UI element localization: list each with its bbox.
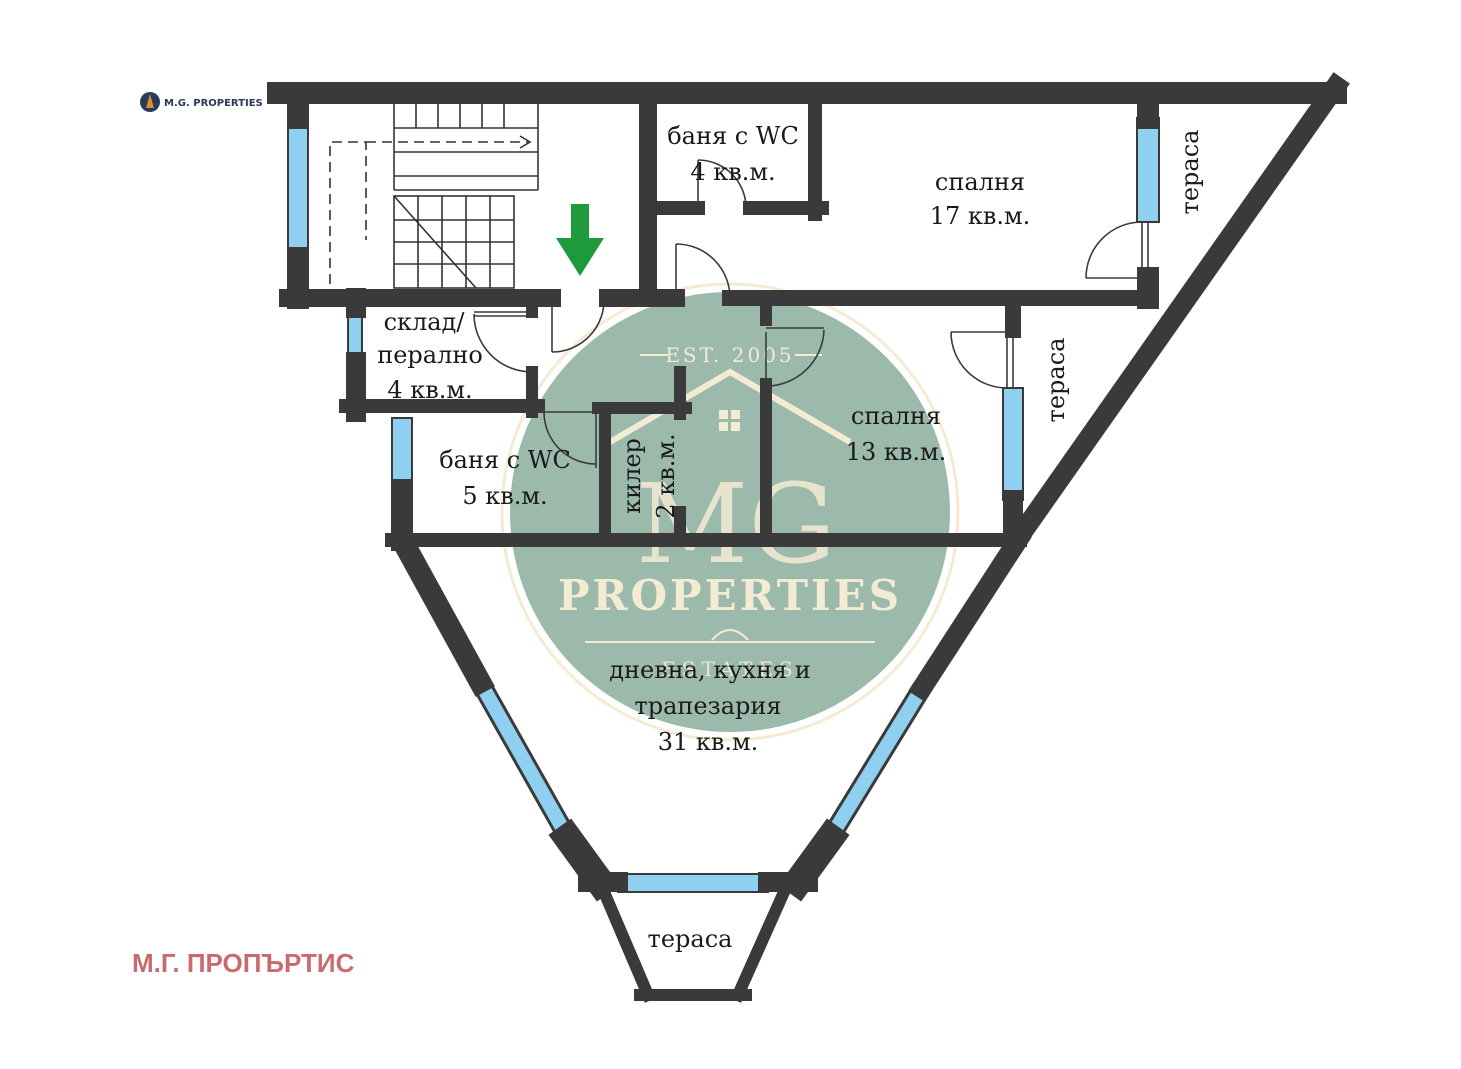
room-terrace-top-right: тераса [1176, 130, 1204, 215]
window-living-left [473, 678, 575, 842]
watermark-ornament-icon [711, 629, 749, 641]
room-living-name: дневна, кухня и [609, 656, 810, 684]
brand-footer-text: М.Г. ПРОПЪРТИС [132, 948, 355, 978]
room-bath-top-area: 4 кв.м. [690, 158, 775, 186]
walls [267, 72, 1350, 1003]
door-bath-top [697, 159, 747, 209]
watermark-tagline: ESTATES [661, 657, 799, 681]
entrance-arrow-icon [556, 204, 604, 276]
room-bath-mid-area: 5 кв.м. [462, 482, 547, 510]
window-living-bottom [617, 873, 769, 893]
window-bedroom-13 [1002, 387, 1024, 501]
window-stair-left [287, 117, 309, 259]
windows [287, 117, 1160, 893]
room-bedroom-17-name: спалня [935, 168, 1025, 196]
door-stair-hall [551, 297, 605, 353]
room-living-name-2: трапезария [634, 692, 781, 720]
room-storage-area: 4 кв.м. [387, 376, 472, 404]
brand-logo: M.G. PROPERTIES [140, 92, 263, 112]
room-living-area: 31 кв.м. [658, 728, 759, 756]
window-living-right [824, 684, 928, 842]
door-terrace-top-right [1085, 221, 1149, 279]
room-pantry-name: килер [618, 438, 646, 514]
watermark-name: PROPERTIES [558, 571, 902, 620]
room-labels: баня с WC 4 кв.м. спалня 17 кв.м. тераса… [377, 122, 1204, 953]
door-bedroom-13 [765, 327, 825, 387]
watermark-ring [500, 282, 960, 742]
door-storage [473, 311, 533, 373]
door-terrace-right [950, 331, 1014, 389]
doors [473, 159, 1149, 468]
door-bath-mid [543, 411, 597, 468]
room-pantry-area: 2 кв.м. [652, 433, 680, 518]
room-bath-mid-name: баня с WC [439, 446, 571, 474]
watermark-monogram: MG [636, 460, 837, 588]
room-bedroom-17-area: 17 кв.м. [930, 202, 1031, 230]
room-bedroom-13-name: спалня [851, 402, 941, 430]
window-bedroom-17 [1136, 117, 1160, 223]
room-storage-name-2: перално [377, 341, 483, 369]
watermark-roof-icon [608, 368, 852, 445]
room-terrace-bottom: тераса [648, 925, 733, 953]
door-bedroom-17 [675, 243, 731, 299]
room-terrace-right: тераса [1042, 338, 1070, 423]
brand-logo-text: M.G. PROPERTIES [164, 98, 263, 109]
staircase [329, 104, 539, 289]
room-bath-top-name: баня с WC [667, 122, 799, 150]
watermark-window-icon [719, 410, 740, 431]
watermark-est: EST. 2005 [665, 343, 794, 367]
room-storage-name: склад/ [384, 308, 466, 336]
room-bedroom-13-area: 13 кв.м. [846, 438, 947, 466]
door-pantry [599, 418, 605, 428]
